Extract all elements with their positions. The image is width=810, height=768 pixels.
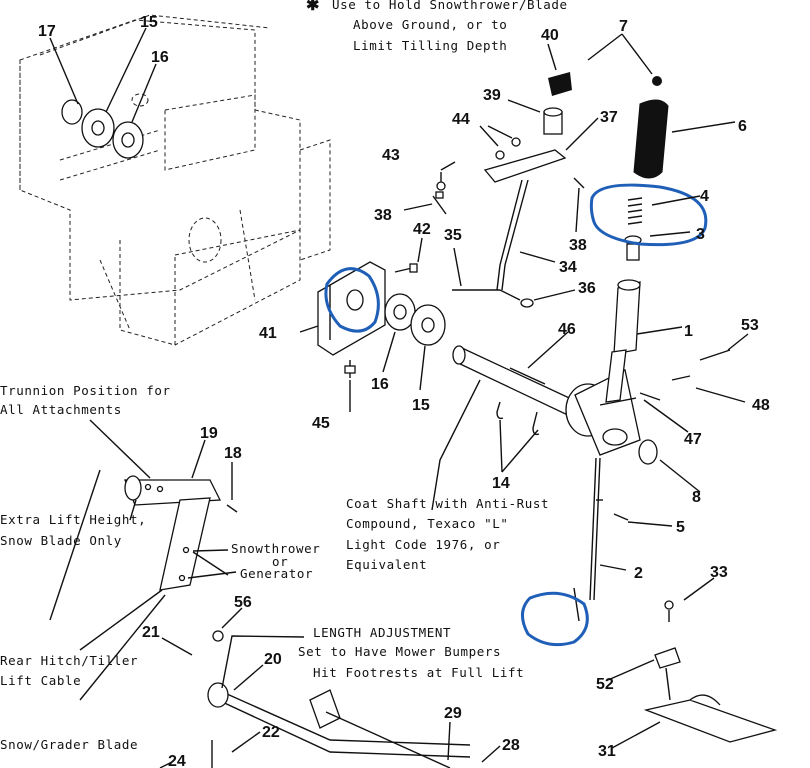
note-generator: Generator xyxy=(240,566,313,581)
callout-53: 53 xyxy=(741,317,759,334)
callout-19: 19 xyxy=(200,425,218,442)
callout-48: 48 xyxy=(752,397,770,414)
markup-circle-spring xyxy=(589,183,708,247)
callout-4: 4 xyxy=(700,188,709,205)
leader-lines xyxy=(49,27,749,768)
note-trunnion-line2: All Attachments xyxy=(0,402,122,417)
callout-33: 33 xyxy=(710,564,728,581)
callout-15-top: 15 xyxy=(140,14,158,31)
callout-3: 3 xyxy=(696,226,705,243)
callout-38-left: 38 xyxy=(374,207,392,224)
callout-52: 52 xyxy=(596,676,614,693)
callout-56: 56 xyxy=(234,594,252,611)
spring-4 xyxy=(627,197,643,225)
callout-46: 46 xyxy=(558,321,576,338)
note-coat-line3: Light Code 1976, or xyxy=(346,537,500,552)
note-coat-line1: Coat Shaft with Anti-Rust xyxy=(346,496,549,511)
callout-43: 43 xyxy=(382,147,400,164)
note-coat-line2: Compound, Texaco "L" xyxy=(346,516,509,531)
note-length-line2: Set to Have Mower Bumpers xyxy=(298,644,501,659)
handle-grip-6 xyxy=(633,76,669,179)
note-or: or xyxy=(272,554,288,569)
note-extra-lift-line2: Snow Blade Only xyxy=(0,533,122,548)
callout-36: 36 xyxy=(578,280,596,297)
callout-15-mid: 15 xyxy=(412,397,430,414)
note-coat-line4: Equivalent xyxy=(346,557,427,572)
note-star-line2: Above Ground, or to xyxy=(353,17,507,32)
note-rear-hitch-line2: Lift Cable xyxy=(0,673,81,688)
markup-circle-rod-end xyxy=(521,591,589,647)
note-length-line3: Hit Footrests at Full Lift xyxy=(313,665,524,680)
callout-45: 45 xyxy=(312,415,330,432)
bolts xyxy=(344,172,447,378)
callout-44: 44 xyxy=(452,111,470,128)
callout-1: 1 xyxy=(684,323,693,340)
adjuster-rod-assembly xyxy=(483,72,585,308)
asterisk-icon: ✱ xyxy=(306,0,319,14)
rocker-assembly xyxy=(565,369,658,465)
washers-15-16 xyxy=(384,293,446,346)
note-extra-lift-line1: Extra Lift Height, xyxy=(0,512,146,527)
bracket-31 xyxy=(573,587,778,743)
note-star-line3: Limit Tilling Depth xyxy=(353,38,507,53)
note-trunnion-line1: Trunnion Position for xyxy=(0,383,171,398)
tractor-frame xyxy=(19,14,331,346)
callout-22: 22 xyxy=(262,724,280,741)
callout-42: 42 xyxy=(413,221,431,238)
small-hardware xyxy=(452,289,731,601)
callout-2: 2 xyxy=(634,565,643,582)
lift-shaft-46 xyxy=(452,345,581,419)
callout-8: 8 xyxy=(692,489,701,506)
lift-lever-tube-1 xyxy=(605,235,642,403)
callout-14: 14 xyxy=(492,475,510,492)
callout-6: 6 xyxy=(738,118,747,135)
callout-24: 24 xyxy=(168,753,186,768)
callout-16-top: 16 xyxy=(151,49,169,66)
callout-29: 29 xyxy=(444,705,462,722)
lift-link-assembly xyxy=(49,469,471,768)
callout-37: 37 xyxy=(600,109,618,126)
callout-20: 20 xyxy=(264,651,282,668)
callout-17: 17 xyxy=(38,23,56,40)
note-rear-hitch-line1: Rear Hitch/Tiller xyxy=(0,653,138,668)
callout-31: 31 xyxy=(598,743,616,760)
callout-7: 7 xyxy=(619,18,628,35)
callout-28: 28 xyxy=(502,737,520,754)
callout-41: 41 xyxy=(259,325,277,342)
note-length-adjustment-title: LENGTH ADJUSTMENT xyxy=(313,625,451,640)
callout-5: 5 xyxy=(676,519,685,536)
note-snow-grader: Snow/Grader Blade xyxy=(0,737,138,752)
callout-35: 35 xyxy=(444,227,462,244)
callout-21: 21 xyxy=(142,624,160,641)
callout-16-mid: 16 xyxy=(371,376,389,393)
callout-18: 18 xyxy=(224,445,242,462)
callout-40: 40 xyxy=(541,27,559,44)
callout-47: 47 xyxy=(684,431,702,448)
markup-circle-bracket xyxy=(324,267,380,333)
note-star-line1: Use to Hold Snowthrower/Blade xyxy=(332,0,568,12)
callout-34: 34 xyxy=(559,259,577,276)
washer-stack-top xyxy=(61,99,144,159)
note-snowthrower: Snowthrower xyxy=(231,541,320,556)
callout-39: 39 xyxy=(483,87,501,104)
callout-38-right: 38 xyxy=(569,237,587,254)
